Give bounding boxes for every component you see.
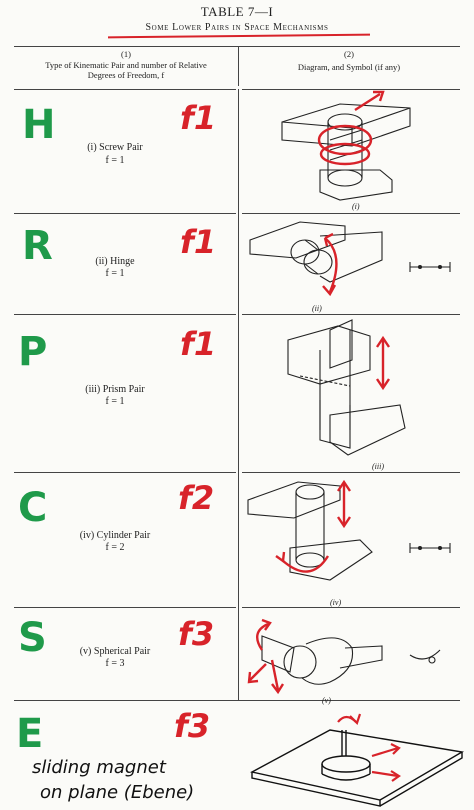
row-rule (14, 472, 236, 473)
annotation-letter: R (22, 223, 53, 269)
annotation-dof-mark: f2 (178, 479, 215, 517)
pair-name: (iv) Cylinder Pair (79, 530, 151, 541)
table-title: TABLE 7—I (200, 4, 274, 19)
pair-dof: f = 1 (105, 396, 125, 407)
row-rule (14, 700, 460, 701)
header-top-rule (14, 46, 460, 47)
annotation-letter: H (22, 102, 56, 148)
pair-name: (v) Spherical Pair (79, 646, 151, 657)
handwritten-note-line1: sliding magnet (32, 757, 166, 778)
pair-dof: f = 2 (105, 542, 125, 553)
row-rule (14, 607, 236, 608)
row-rule (242, 89, 460, 90)
annotation-dof-mark: f1 (180, 99, 217, 137)
annotation-letter: P (18, 329, 48, 375)
row-rule (242, 607, 460, 608)
row-rule (14, 89, 236, 90)
annotation-letter: E (16, 711, 44, 757)
figure-caption: (v) (322, 696, 331, 705)
annotation-letter: C (18, 485, 48, 531)
table-subtitle: Some Lower Pairs in Space Mechanisms (145, 22, 329, 33)
row-rule (14, 314, 236, 315)
figure-caption: (i) (352, 202, 360, 211)
pair-name: (iii) Prism Pair (85, 384, 145, 395)
figure-caption: (iii) (372, 462, 384, 471)
col2-heading: Diagram, and Symbol (if any) (297, 62, 401, 72)
annotation-dof-mark: f1 (180, 325, 217, 363)
row-rule (242, 314, 460, 315)
pair-name: (ii) Hinge (95, 256, 135, 267)
pair-dof: f = 1 (105, 155, 125, 166)
annotation-dof-mark: f3 (178, 615, 215, 653)
pair-name: (i) Screw Pair (87, 142, 143, 153)
figure-caption: (ii) (312, 304, 322, 313)
row-rule (242, 472, 460, 473)
annotation-letter: S (18, 615, 47, 661)
header-column-divider (238, 46, 239, 86)
col2-number: (2) (344, 49, 354, 59)
col1-number: (1) (121, 49, 131, 59)
row-rule (14, 213, 236, 214)
pair-dof: f = 1 (105, 268, 125, 279)
figure-caption: (iv) (330, 598, 342, 607)
handwritten-note-line2: on plane (Ebene) (40, 782, 195, 803)
pair-dof: f = 3 (105, 658, 125, 669)
col1-heading-line2: Degrees of Freedom, f (87, 70, 165, 80)
annotation-dof-mark: f3 (174, 707, 211, 745)
row-rule (242, 213, 460, 214)
annotation-dof-mark: f1 (180, 223, 217, 261)
col1-heading-line1: Type of Kinematic Pair and number of Rel… (45, 60, 207, 70)
body-column-divider (238, 89, 239, 700)
